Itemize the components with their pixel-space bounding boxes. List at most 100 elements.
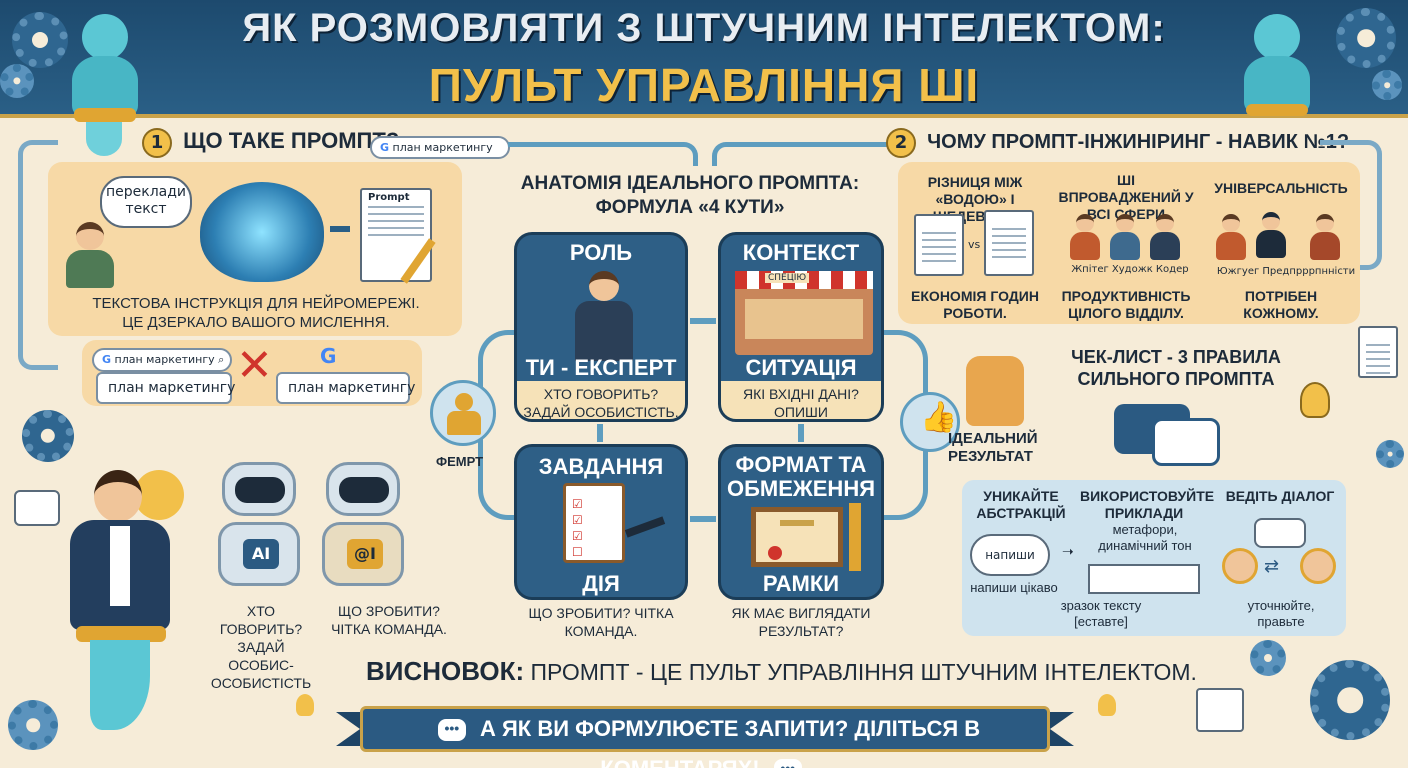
graduate-icon: [1256, 212, 1286, 258]
document-icon: [984, 210, 1034, 276]
ribbon-end-right: [1050, 712, 1074, 746]
section-number-badge: 2: [886, 128, 916, 158]
card-role-title: РОЛЬ: [569, 240, 633, 265]
gear-icon: [8, 700, 58, 750]
robot-badge: AI: [243, 539, 279, 569]
arrow-icon: [330, 226, 350, 232]
gear-icon: [1372, 70, 1402, 100]
gear-icon: [1250, 640, 1286, 676]
card-task-title: ЗАВДАННЯ: [538, 454, 664, 479]
comment-bubble-icon: •••: [437, 719, 466, 742]
card-format-caption: ЯК МАЄ ВИГЛЯДАТИ РЕЗУЛЬТАТ?: [731, 605, 871, 639]
arrow-icon: [690, 318, 716, 324]
document-icon: [1358, 326, 1398, 378]
chat-bubble-icon: [1254, 518, 1306, 548]
rule-avoid-abstractions: УНИКАЙТЕ АБСТРАКЦІЙ: [976, 488, 1066, 521]
section1-heading: 1 ЩО ТАКЕ ПРОМПТ?: [142, 128, 399, 158]
card-context-title: КОНТЕКСТ: [742, 240, 860, 265]
document-icon: [914, 214, 964, 276]
robot-assistant: @I: [318, 462, 408, 586]
search-result-vague: план маркетингу: [96, 372, 235, 404]
card-role: РОЛЬ ТИ - ЕКСПЕРТ ХТО ГОВОРИТЬ? ЗАДАЙ ОС…: [514, 232, 688, 422]
gear-icon: [1336, 8, 1396, 68]
card-format-label: РАМКИ: [762, 571, 840, 596]
gear-icon: [1310, 660, 1390, 740]
rule-caption: напиши цікаво: [970, 580, 1058, 595]
person-icon: [1070, 214, 1100, 260]
robot-caption: ЩО ЗРОБИТИ? ЧІТКА КОМАНДА.: [331, 603, 447, 637]
section2-title: ЧОМУ ПРОМПТ-ІНЖИНІРИНГ - НАВИК №1?: [927, 131, 1350, 153]
flow-connector: [18, 140, 58, 370]
conclusion: ВИСНОВОК: ПРОМПТ - ЦЕ ПУЛЬТ УПРАВЛІННЯ Ш…: [366, 656, 1197, 687]
card-role-caption: ХТО ГОВОРИТЬ? ЗАДАЙ ОСОБИСТІСТЬ.: [517, 381, 685, 419]
refresh-icon: ⇄: [1264, 556, 1280, 577]
arrow-icon: [597, 424, 603, 442]
brain-network-icon: [200, 182, 324, 282]
dashboard-icon: [1196, 688, 1244, 732]
lightbulb-icon: [1300, 382, 1330, 418]
rule-caption: уточнюйте, правьте: [1247, 598, 1315, 629]
person-icon: [1110, 214, 1140, 260]
search-input-small[interactable]: G план маркетингу ⌕: [92, 348, 232, 372]
flow-arrow: [508, 142, 698, 166]
search-example-bar[interactable]: G план маркетингу: [370, 136, 510, 159]
lightbulb-icon: [296, 694, 314, 716]
person-icon: [64, 222, 116, 288]
robot-badge: @I: [347, 539, 383, 569]
pen-icon: [624, 516, 666, 538]
card-role-label: ТИ - ЕКСПЕРТ: [525, 355, 677, 380]
search-icon: ⌕: [218, 353, 225, 366]
card-context: КОНТЕКСТ СПЕЦІЮ СИТУАЦІЯ ЯКІ ВХІДНІ ДАНІ…: [718, 232, 884, 422]
benefit-caption: ЕКОНОМІЯ ГОДИН РОБОТИ.: [911, 288, 1039, 321]
person-icon: [1150, 214, 1180, 260]
certificate-frame-icon: [751, 507, 843, 567]
chat-window-icon: [14, 490, 60, 526]
conclusion-label: ВИСНОВОК:: [366, 656, 525, 686]
title-line-2: ПУЛЬТ УПРАВЛІННЯ ШІ: [428, 59, 980, 111]
gear-icon: [1376, 440, 1404, 468]
open-book-icon: [1088, 564, 1200, 594]
arrow-icon: [798, 424, 804, 442]
rule-use-examples: ВИКОРИСТОВУЙТЕ ПРИКЛАДИ: [1080, 488, 1215, 521]
gear-icon: [12, 12, 68, 68]
gear-icon: [0, 64, 34, 98]
call-to-action-banner[interactable]: ••• А ЯК ВИ ФОРМУЛЮЄТЕ ЗАПИТИ? ДІЛІТЬСЯ …: [360, 706, 1050, 768]
roles-label: Жпітег Художк Кодер: [1071, 264, 1189, 275]
prompt-definition: ТЕКСТОВА ІНСТРУКЦІЯ ДЛЯ НЕЙРОМЕРЕЖІ. ЦЕ …: [92, 295, 420, 331]
anatomy-title: АНАТОМІЯ ІДЕАЛЬНОГО ПРОМПТА: ФОРМУЛА «4 …: [520, 173, 860, 218]
genie-presenter: [40, 470, 210, 750]
benefit-caption: ПРОДУКТИВНІСТЬ ЦІЛОГО ВІДДІЛУ.: [1061, 288, 1191, 321]
translate-logo-icon: G: [320, 344, 337, 368]
result-circle: [900, 392, 960, 452]
prompt-document-icon: Prompt: [360, 188, 432, 282]
card-context-caption: ЯКІ ВХІДНІ ДАНІ? ОПИШИ ОБСТАВИНИ.: [721, 381, 881, 419]
search-engine-logo-icon: G: [102, 353, 112, 366]
genie-mascot-left: [60, 8, 150, 158]
card-task-label: ДІЯ: [582, 571, 620, 596]
lightbulb-icon: [1098, 694, 1116, 716]
roles-label: Южгуег Предпрррпнністи: [1216, 266, 1356, 277]
avatar: [1300, 548, 1336, 584]
header-banner: ЯК РОЗМОВЛЯТИ З ШТУЧНИМ ІНТЕЛЕКТОМ: ПУЛЬ…: [0, 0, 1408, 118]
loop-label: ФЕМРТ: [436, 454, 484, 469]
feedback-loop-icon: [430, 380, 496, 446]
person-icon: [1310, 214, 1340, 260]
flow-arrow: [712, 142, 892, 166]
cloud-icon: напиши: [970, 534, 1050, 576]
checklist-title: ЧЕК-ЛИСТ - 3 ПРАВИЛА СИЛЬНОГО ПРОМПТА: [1071, 347, 1281, 389]
card-context-label: СИТУАЦІЯ: [745, 355, 857, 380]
robot-caption: ХТО ГОВОРИТЬ? ЗАДАЙ ОСОБИС- ОСОБИСТІСТЬ: [210, 603, 312, 691]
chat-bubble-icon: [1152, 418, 1220, 466]
speech-bubble: переклади текст: [100, 176, 192, 228]
arrow-icon: [690, 516, 716, 522]
robot-ai: AI: [214, 462, 304, 586]
person-icon: [1216, 214, 1246, 260]
title-line-1: ЯК РОЗМОВЛЯТИ З ШТУЧНИМ ІНТЕЛЕКТОМ:: [242, 6, 1166, 50]
card-format-title: ФОРМАТ ТА ОБМЕЖЕННЯ: [726, 452, 876, 501]
section1-title: ЩО ТАКЕ ПРОМПТ?: [183, 128, 400, 153]
section-number-badge: 1: [142, 128, 172, 158]
expert-person-icon: [575, 271, 633, 361]
cafe-scene-icon: СПЕЦІЮ: [735, 271, 873, 355]
card-task: ЗАВДАННЯ ☑☑☑☐ ДІЯ: [514, 444, 688, 600]
cross-icon: ✕: [236, 340, 273, 391]
